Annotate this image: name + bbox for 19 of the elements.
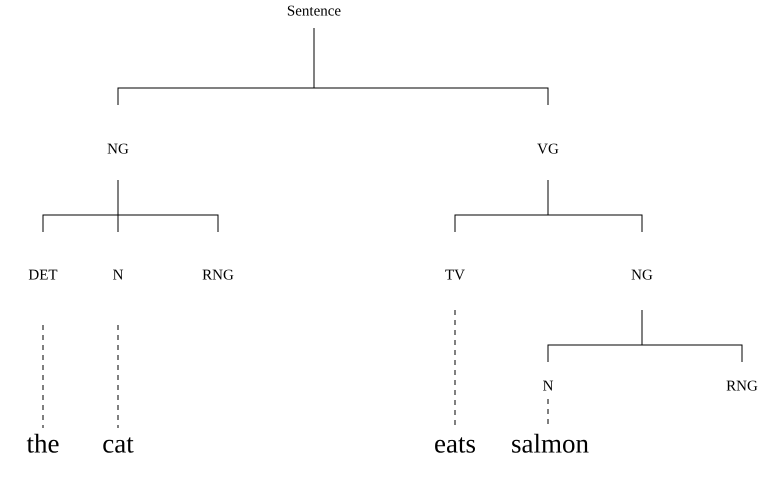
category-label: NG: [631, 268, 653, 284]
category-label: VG: [537, 142, 559, 158]
tree-branch: [548, 180, 642, 232]
category-label: RNG: [726, 380, 758, 394]
category-label: Sentence: [286, 4, 342, 20]
leaf-word: eats: [434, 430, 476, 458]
tree-branch: [314, 28, 548, 106]
category-label: N: [112, 268, 124, 284]
leaf-word: cat: [102, 430, 134, 458]
category-label: DET: [28, 268, 58, 284]
leaf-word: the: [26, 430, 60, 458]
dashed-line: [42, 324, 44, 428]
leaf-word: salmon: [511, 430, 589, 458]
tree-branch: [642, 310, 742, 362]
category-label: NG: [107, 142, 129, 158]
category-label: N: [542, 380, 554, 394]
tree-branch: [118, 180, 218, 232]
category-label: TV: [445, 268, 465, 284]
category-label: RNG: [202, 268, 234, 284]
